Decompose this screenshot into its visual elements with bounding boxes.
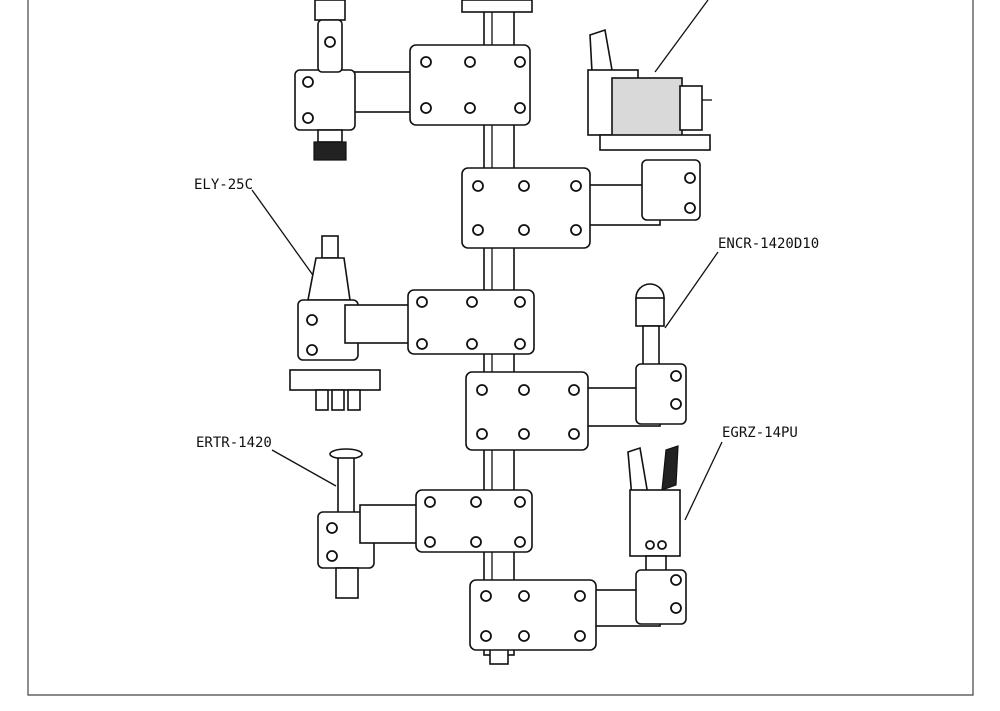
label-ely-25c: ELY-25C: [194, 177, 253, 193]
encr-swivel-unit: [635, 283, 665, 367]
top-clamp-stub: [461, 0, 533, 13]
leader-encr: [664, 251, 719, 329]
arm-5: [359, 489, 533, 553]
leader-ertr: [271, 449, 337, 487]
leader-top-right: [654, 0, 709, 73]
arm-4: [465, 363, 687, 451]
arm-3: [344, 289, 535, 355]
arm-6: [469, 569, 687, 651]
arm-1: [294, 44, 531, 131]
label-encr-1420d10: ENCR-1420D10: [718, 236, 819, 252]
leader-egrz: [684, 441, 723, 521]
leader-ely: [251, 189, 321, 286]
label-ertr-1420: ERTR-1420: [196, 435, 272, 451]
egrz-gripper-unit: [627, 445, 681, 577]
motor-unit: [587, 28, 712, 151]
ely-valve-unit: [289, 235, 381, 411]
drawing-border: [27, 0, 974, 696]
arm-2: [461, 159, 701, 249]
sensor-top-left: [313, 0, 347, 161]
label-egrz-14pu: EGRZ-14PU: [722, 425, 798, 441]
